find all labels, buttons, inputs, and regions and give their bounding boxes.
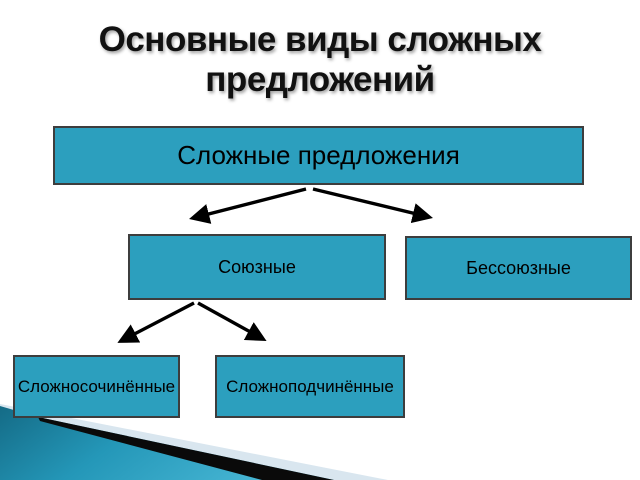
- slide-title: Основные виды сложных предложений: [0, 20, 640, 101]
- node-conjunctional: Союзные: [128, 234, 386, 300]
- node-compound: Сложносочинённые: [13, 355, 180, 418]
- arrow-soyuznye-to-slozhnopodchinennye: [197, 301, 267, 341]
- arrow-root-to-bessoyuznye: [312, 187, 433, 224]
- node-complex-subordinate: Сложноподчинённые: [215, 355, 405, 418]
- slide-title-text: Основные виды сложных предложений: [98, 20, 542, 100]
- black-stripe-shape: [38, 417, 334, 480]
- node-complex-sentences: Сложные предложения: [53, 126, 584, 185]
- node-asyndetic: Бессоюзные: [405, 236, 632, 300]
- arrow-root-to-soyuznye: [189, 187, 307, 224]
- arrow-soyuznye-to-slozhnosochinennye: [117, 301, 195, 343]
